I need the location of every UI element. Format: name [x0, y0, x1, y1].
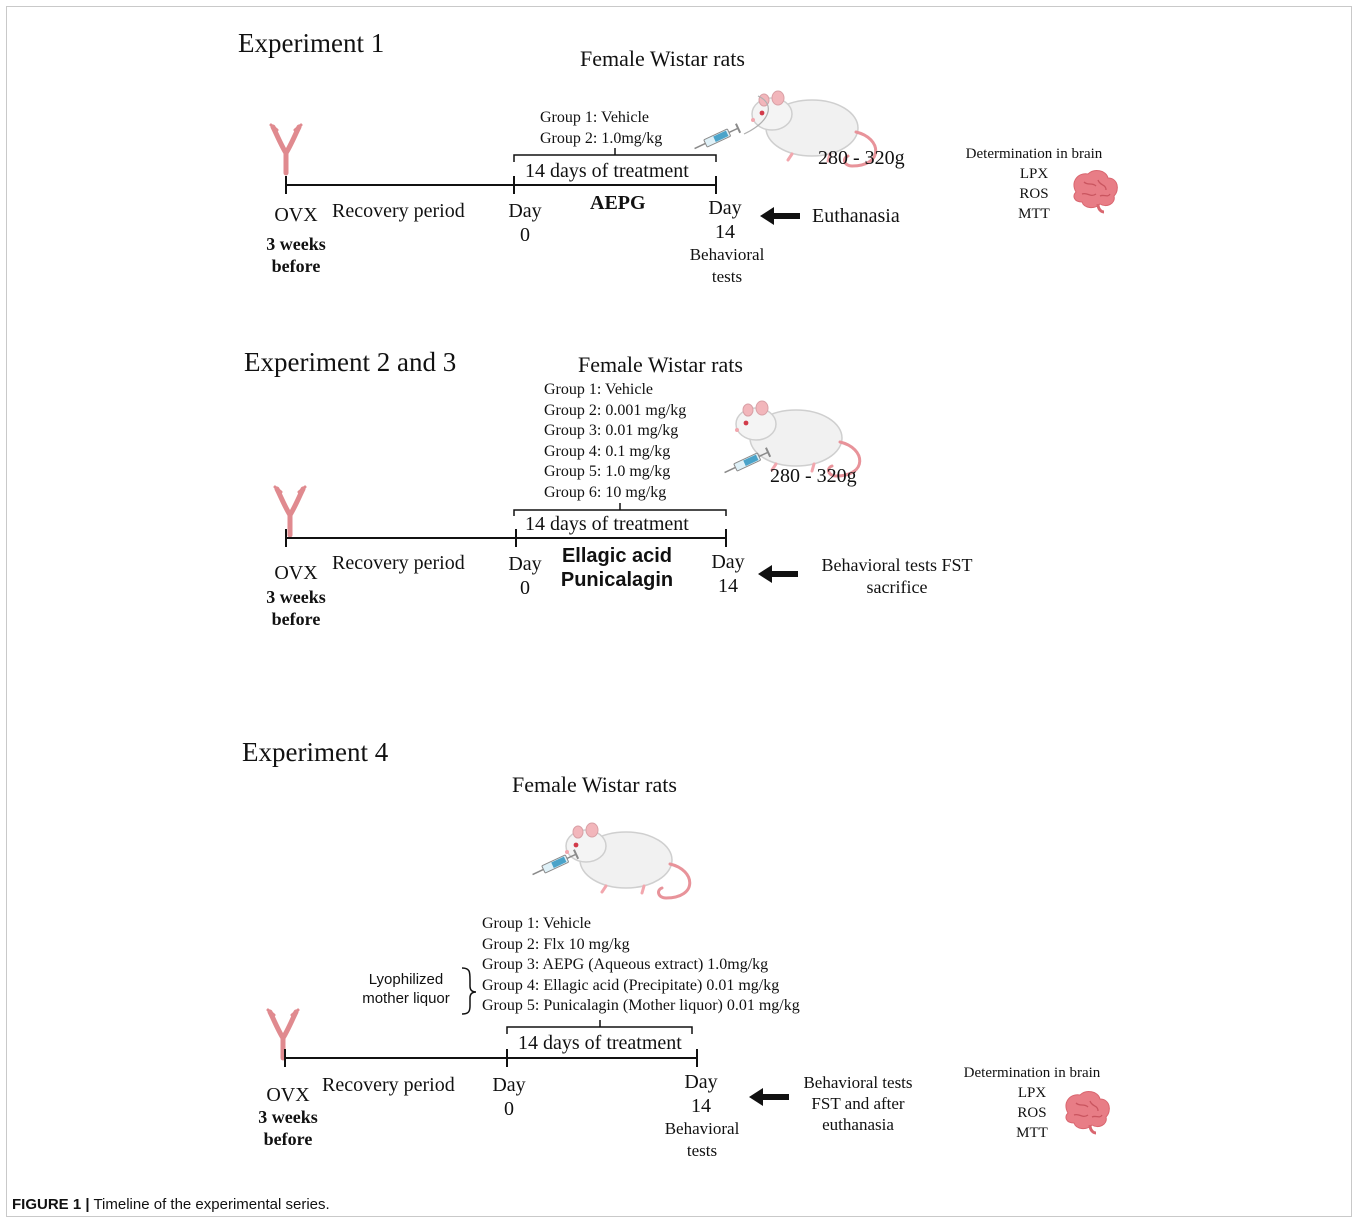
- exp4-behavioral-tests: Behavioral tests: [664, 1119, 740, 1160]
- exp23-compounds: Ellagic acid Punicalagin: [560, 545, 674, 591]
- exp4-group-list: Group 1: Vehicle Group 2: Flx 10 mg/kg G…: [482, 914, 800, 1017]
- exp4-arrow-icon: [749, 1088, 789, 1106]
- exp1-weight: 280 - 320g: [818, 147, 905, 169]
- exp4-treatment-label: 14 days of treatment: [518, 1032, 682, 1054]
- exp1-group-1: Group 1: Vehicle: [540, 109, 650, 126]
- exp4-day0: Day 0: [492, 1074, 526, 1120]
- exp23-weight: 280 - 320g: [770, 465, 857, 487]
- figure-caption: FIGURE 1 | Timeline of the experimental …: [12, 1196, 330, 1213]
- exp4-bracket-label: Lyophilized mother liquor: [362, 971, 450, 1007]
- exp4-ovx-when: 3 weeks before: [258, 1107, 318, 1149]
- exp23-ovx-label: OVX: [274, 562, 318, 584]
- caption-label: FIGURE 1 |: [12, 1196, 90, 1213]
- exp1-uterus-icon: [271, 125, 301, 173]
- exp4-group-5: Group 5: Punicalagin (Mother liquor) 0.0…: [482, 997, 800, 1014]
- exp23-day14: Day 14: [711, 551, 745, 597]
- exp4-recovery-period: Recovery period: [322, 1074, 455, 1096]
- exp4-group-1: Group 1: Vehicle: [482, 915, 592, 932]
- exp1-treatment-label: 14 days of treatment: [525, 160, 689, 182]
- caption-text: Timeline of the experimental series.: [89, 1196, 330, 1213]
- exp4-endpoint: Behavioral tests FST and after euthanasi…: [803, 1073, 913, 1134]
- exp23-uterus-icon: [275, 487, 305, 535]
- exp4-group-3: Group 3: AEPG (Aqueous extract) 1.0mg/kg: [482, 956, 769, 973]
- exp1-ovx-label: OVX: [274, 204, 318, 226]
- exp1-group-list: Group 1: Vehicle Group 2: 1.0mg/kg: [540, 108, 662, 149]
- exp23-ovx-when: 3 weeks before: [266, 587, 326, 629]
- exp23-arrow-icon: [758, 565, 798, 583]
- exp23-day0: Day 0: [508, 553, 542, 599]
- exp23-group-1: Group 1: Vehicle: [544, 381, 654, 398]
- exp4-animal: Female Wistar rats: [512, 772, 677, 797]
- exp1-day0: Day 0: [508, 200, 542, 246]
- exp23-treatment-label: 14 days of treatment: [525, 513, 689, 535]
- exp4-day14: Day 14: [684, 1071, 718, 1117]
- exp23-animal: Female Wistar rats: [578, 352, 743, 377]
- exp23-endpoint: Behavioral tests FST sacrifice: [821, 555, 973, 597]
- exp1-group-2: Group 2: 1.0mg/kg: [540, 129, 663, 147]
- exp23-group-6: Group 6: 10 mg/kg: [544, 483, 667, 501]
- exp23-group-2: Group 2: 0.001 mg/kg: [544, 401, 687, 419]
- exp1-endpoint: Euthanasia: [812, 205, 900, 227]
- exp1-compound: AEPG: [590, 192, 646, 214]
- exp4-group-2: Group 2: Flx 10 mg/kg: [482, 935, 630, 953]
- exp4-rat-icon: [563, 821, 692, 900]
- exp23-title: Experiment 2 and 3: [244, 347, 457, 377]
- exp23-recovery-period: Recovery period: [332, 552, 465, 574]
- exp1-ovx-when: 3 weeks before: [266, 234, 326, 276]
- exp23-group-3: Group 3: 0.01 mg/kg: [544, 422, 679, 439]
- exp1-arrow-icon: [760, 207, 800, 225]
- exp4-uterus-icon: [268, 1010, 298, 1058]
- exp4-title: Experiment 4: [242, 737, 389, 767]
- exp1-day14: Day 14: [708, 197, 742, 243]
- exp1-syringe-icon: [693, 122, 742, 150]
- exp4-determination: Determination in brain LPX ROS MTT: [963, 1065, 1101, 1141]
- exp1-title: Experiment 1: [238, 28, 385, 58]
- figure-frame: [6, 6, 1352, 1217]
- exp4-group-bracket: [461, 967, 477, 1015]
- exp23-group-4: Group 4: 0.1 mg/kg: [544, 442, 671, 460]
- exp1-animal: Female Wistar rats: [580, 46, 745, 71]
- exp1-recovery-period: Recovery period: [332, 200, 465, 222]
- exp4-group-4: Group 4: Ellagic acid (Precipitate) 0.01…: [482, 976, 780, 994]
- exp23-group-5: Group 5: 1.0 mg/kg: [544, 463, 671, 480]
- exp1-determination: Determination in brain LPX ROS MTT: [965, 146, 1103, 222]
- exp1-behavioral-tests: Behavioral tests: [689, 245, 765, 286]
- exp4-ovx-label: OVX: [266, 1084, 310, 1106]
- exp23-group-list: Group 1: Vehicle Group 2: 0.001 mg/kg Gr…: [544, 380, 686, 503]
